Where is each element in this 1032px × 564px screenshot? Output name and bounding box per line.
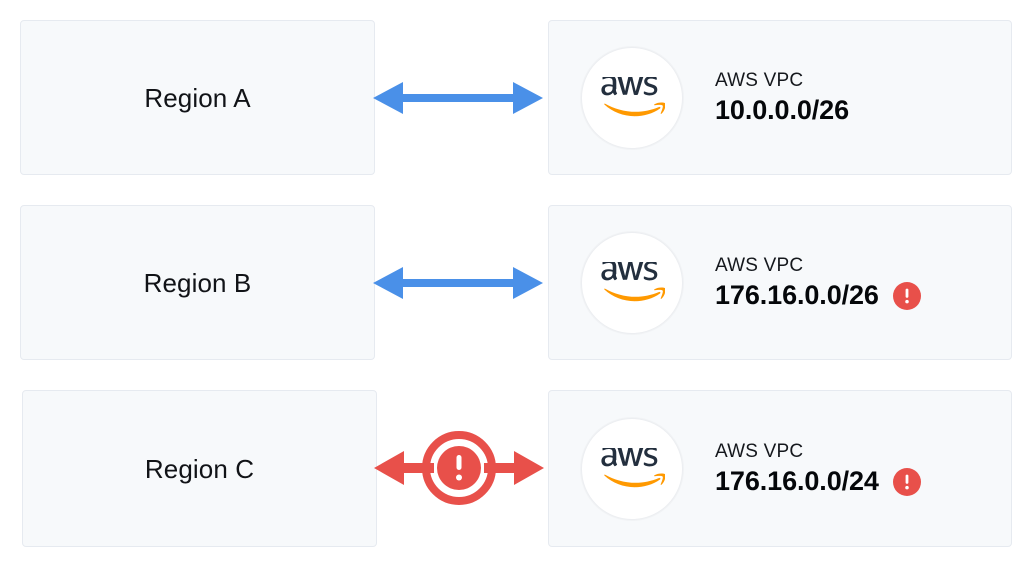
vpc-cidr-value: 10.0.0.0/26 bbox=[715, 95, 850, 126]
exclamation-circle-icon[interactable] bbox=[892, 467, 921, 496]
vpc-panel-a[interactable]: AWS VPC 10.0.0.0/26 bbox=[548, 20, 1012, 175]
region-panel-c[interactable]: Region C bbox=[22, 390, 377, 547]
vpc-title: AWS VPC bbox=[715, 440, 804, 462]
region-panel-b[interactable]: Region B bbox=[20, 205, 375, 360]
connector-arrow-region-b bbox=[373, 267, 543, 299]
aws-logo-icon bbox=[581, 231, 683, 334]
vpc-title: AWS VPC bbox=[715, 69, 804, 91]
vpc-text-block: AWS VPC 176.16.0.0/26 bbox=[715, 254, 921, 312]
connector-arrow-region-a bbox=[373, 82, 543, 114]
vpc-cidr-row: 176.16.0.0/26 bbox=[715, 280, 921, 311]
vpc-cidr-value: 176.16.0.0/24 bbox=[715, 466, 879, 497]
vpc-cidr-row: 10.0.0.0/26 bbox=[715, 95, 849, 126]
region-label: Region C bbox=[144, 453, 255, 484]
exclamation-circle-icon[interactable] bbox=[892, 281, 921, 310]
vpc-title: AWS VPC bbox=[715, 254, 804, 276]
vpc-text-block: AWS VPC 176.16.0.0/24 bbox=[715, 440, 921, 498]
aws-logo-icon bbox=[581, 417, 683, 520]
vpc-panel-c[interactable]: AWS VPC 176.16.0.0/24 bbox=[548, 390, 1012, 547]
vpc-cidr-value: 176.16.0.0/26 bbox=[715, 280, 879, 311]
region-label: Region B bbox=[143, 267, 252, 298]
region-panel-a[interactable]: Region A bbox=[20, 20, 375, 175]
aws-logo-icon bbox=[581, 46, 683, 149]
vpc-text-block: AWS VPC 10.0.0.0/26 bbox=[715, 69, 849, 127]
connector-arrow-alert-region-c bbox=[374, 431, 544, 505]
vpc-cidr-row: 176.16.0.0/24 bbox=[715, 466, 921, 497]
region-label: Region A bbox=[144, 82, 251, 113]
vpc-panel-b[interactable]: AWS VPC 176.16.0.0/26 bbox=[548, 205, 1012, 360]
